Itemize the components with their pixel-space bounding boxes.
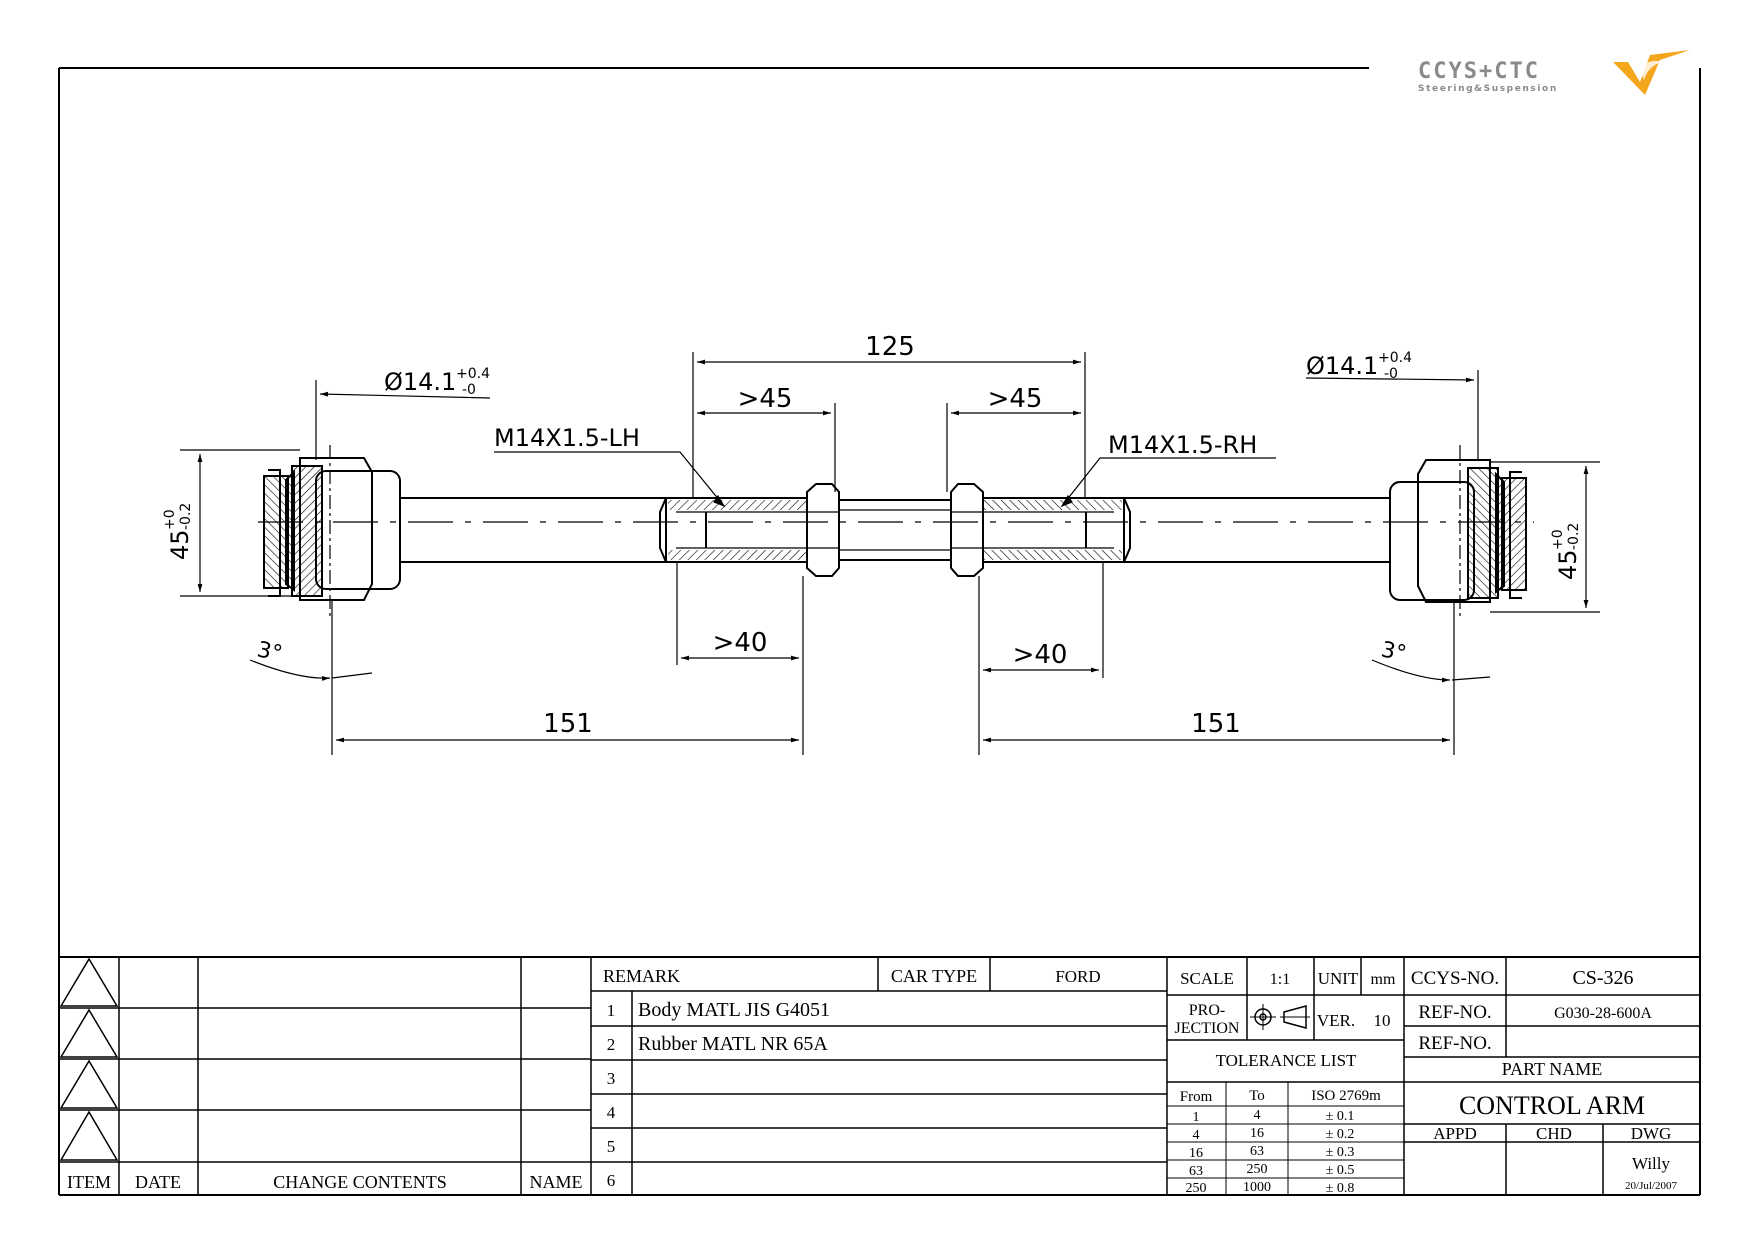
- dimension-labels: 125 >45 >45 >40 >40 151 151 M14X1.5-LH M…: [162, 332, 1582, 739]
- chd-label: CHD: [1536, 1124, 1572, 1143]
- remark-row-num: 3: [607, 1069, 616, 1088]
- drawing-border: [58, 67, 1701, 1196]
- dim-125-label: 125: [865, 332, 915, 362]
- rev-change-header: CHANGE CONTENTS: [273, 1172, 447, 1192]
- angle-right-label: 3°: [1379, 637, 1409, 667]
- appd-label: APPD: [1433, 1124, 1476, 1143]
- tolerance-to: 63: [1250, 1144, 1264, 1159]
- angle-left-label: 3°: [255, 637, 285, 667]
- tolerance-to: 1000: [1243, 1180, 1271, 1195]
- tolerance-from: 250: [1186, 1181, 1207, 1196]
- dwg-label: DWG: [1631, 1124, 1672, 1143]
- scale-value: 1:1: [1270, 971, 1290, 988]
- logo-swoosh-icon: [1613, 50, 1690, 95]
- tolerance-from: 4: [1193, 1128, 1200, 1143]
- tolerance-value: ± 0.1: [1326, 1109, 1355, 1124]
- tolerance-from: 1: [1193, 1110, 1200, 1125]
- tolerance-from: 16: [1189, 1146, 1203, 1161]
- car-type-label: CAR TYPE: [891, 966, 977, 986]
- bore-right-label: Ø14.1: [1306, 352, 1378, 380]
- car-type-value: FORD: [1055, 967, 1100, 986]
- remark-header: REMARK: [603, 966, 680, 986]
- right-bushing: [1389, 445, 1527, 620]
- title-block-text: ITEM DATE CHANGE CONTENTS NAME REMARK CA…: [67, 966, 1677, 1196]
- dwg-date: 20/Jul/2007: [1625, 1180, 1677, 1192]
- thread-left-label: M14X1.5-LH: [494, 424, 640, 452]
- ref-no-label: REF-NO.: [1418, 1002, 1491, 1023]
- projection-symbol-icon: [1250, 1004, 1310, 1030]
- dim-40-left-label: >40: [713, 628, 768, 658]
- tolerance-title: TOLERANCE LIST: [1216, 1051, 1357, 1070]
- remark-row-num: 4: [607, 1103, 616, 1122]
- dim-45-right-label: >45: [988, 384, 1043, 414]
- rev-item-header: ITEM: [67, 1172, 111, 1192]
- width-left-upper: +0: [162, 509, 178, 530]
- control-arm-drawing: [258, 445, 1534, 620]
- tolerance-value: ± 0.5: [1326, 1163, 1355, 1178]
- tolerance-value: ± 0.3: [1326, 1145, 1355, 1160]
- tolerance-to-header: To: [1249, 1088, 1265, 1104]
- dwg-value: Willy: [1632, 1154, 1671, 1173]
- thread-right-label: M14X1.5-RH: [1108, 431, 1257, 459]
- ccys-no-value: CS-326: [1572, 967, 1633, 989]
- remark-row-text: Body MATL JIS G4051: [638, 999, 830, 1021]
- width-right-label: 45: [1554, 549, 1582, 580]
- rev-date-header: DATE: [135, 1172, 181, 1192]
- ref-no2-label: REF-NO.: [1418, 1033, 1491, 1054]
- unit-value: mm: [1371, 971, 1396, 988]
- part-name-label: PART NAME: [1502, 1059, 1602, 1079]
- part-name-value: CONTROL ARM: [1459, 1091, 1645, 1120]
- unit-label: UNIT: [1318, 969, 1359, 988]
- remark-row-num: 6: [607, 1171, 616, 1190]
- tolerance-iso-header: ISO 2769m: [1311, 1088, 1381, 1104]
- width-right-upper: +0: [1550, 529, 1566, 550]
- projection-label-line2: JECTION: [1175, 1020, 1240, 1037]
- dimensions: [180, 352, 1600, 755]
- width-left-lower: -0.2: [178, 503, 194, 530]
- width-right-lower: -0.2: [1566, 523, 1582, 550]
- logo-brand-text: CCYS+CTC: [1418, 59, 1540, 84]
- ver-label: VER.: [1317, 1011, 1355, 1030]
- title-block-grid: [59, 957, 1700, 1195]
- tolerance-to: 16: [1250, 1126, 1264, 1141]
- dim-151-left-label: 151: [543, 709, 593, 739]
- remark-row-text: Rubber MATL NR 65A: [638, 1033, 828, 1055]
- projection-label-line1: PRO-: [1189, 1002, 1225, 1019]
- ccys-no-label: CCYS-NO.: [1411, 968, 1499, 989]
- bore-right-upper: +0.4: [1378, 350, 1412, 366]
- tolerance-from-header: From: [1180, 1089, 1213, 1105]
- remark-row-num: 2: [607, 1035, 616, 1054]
- scale-label: SCALE: [1180, 969, 1234, 988]
- tolerance-value: ± 0.2: [1326, 1127, 1355, 1142]
- tolerance-from: 63: [1189, 1164, 1203, 1179]
- bore-left-label: Ø14.1: [384, 368, 456, 396]
- bore-left-lower: -0: [462, 382, 476, 398]
- ver-value: 10: [1374, 1011, 1391, 1030]
- tolerance-value: ± 0.8: [1326, 1181, 1355, 1196]
- width-left-label: 45: [166, 529, 194, 560]
- dim-151-right-label: 151: [1191, 709, 1241, 739]
- remark-row-num: 1: [607, 1001, 616, 1020]
- dim-40-right-label: >40: [1013, 640, 1068, 670]
- tolerance-to: 4: [1254, 1108, 1261, 1123]
- dim-45-left-label: >45: [738, 384, 793, 414]
- left-bushing: [263, 445, 401, 620]
- bore-right-lower: -0: [1384, 366, 1398, 382]
- logo-tagline-text: Steering&Suspension: [1418, 84, 1558, 94]
- remark-row-num: 5: [607, 1137, 616, 1156]
- company-logo: CCYS+CTC Steering&Suspension: [1418, 50, 1690, 95]
- bore-left-upper: +0.4: [456, 366, 490, 382]
- rev-name-header: NAME: [530, 1172, 583, 1192]
- tolerance-to: 250: [1247, 1162, 1268, 1177]
- ref-no-value: G030-28-600A: [1554, 1005, 1652, 1022]
